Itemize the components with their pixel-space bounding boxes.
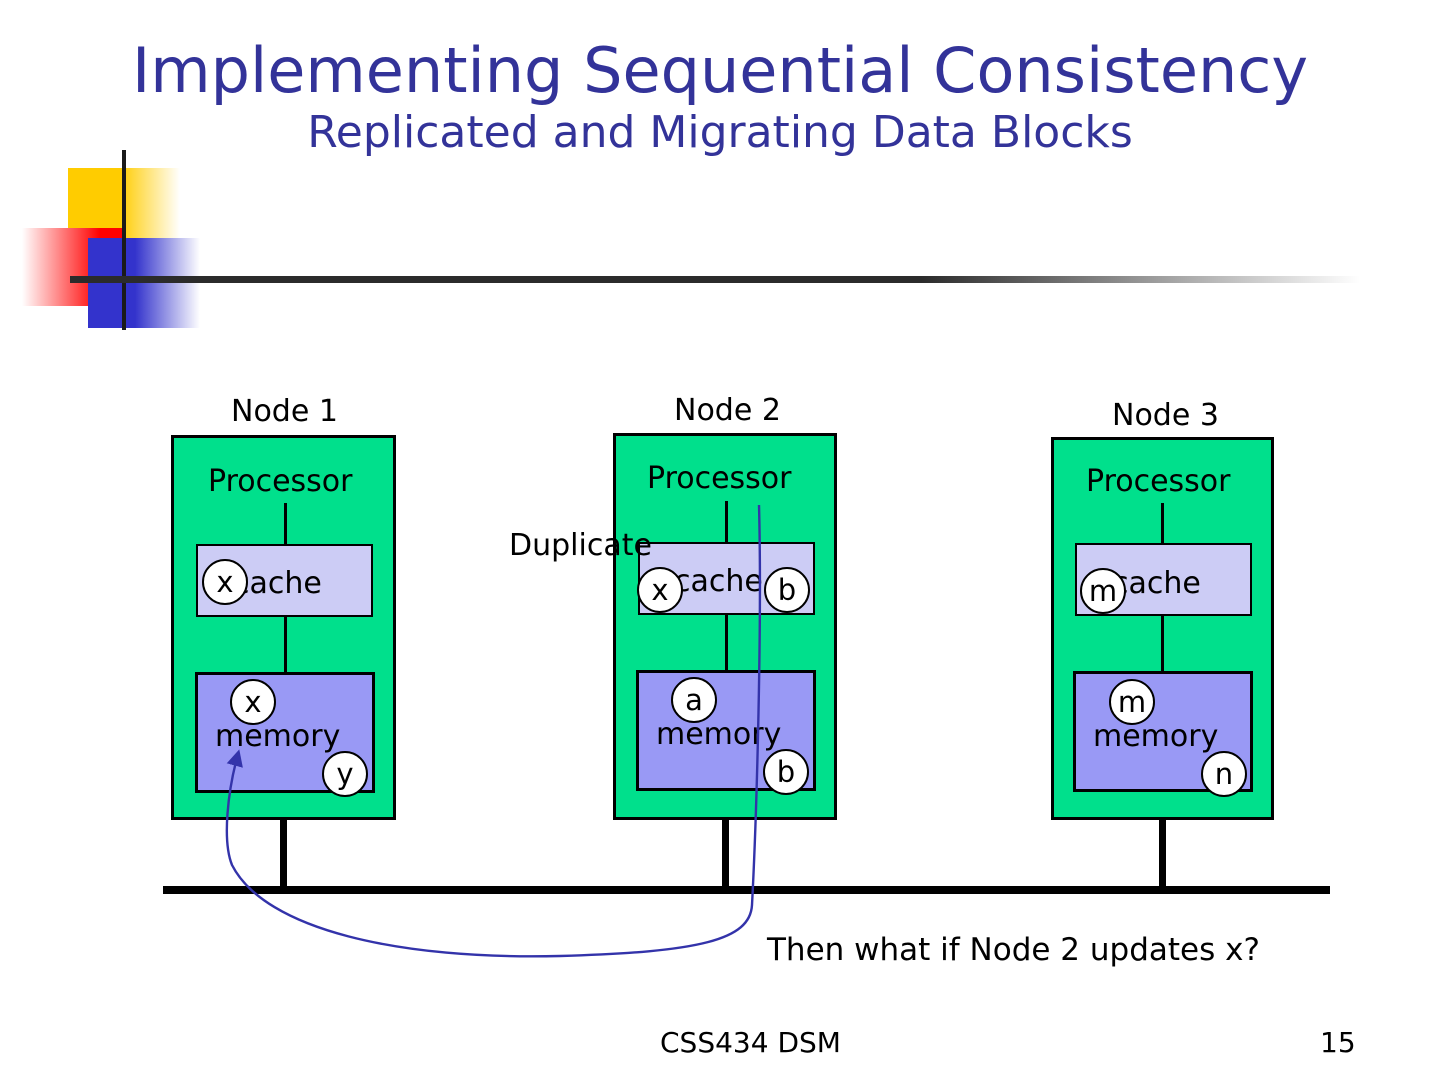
cache-memory-link-3 — [1161, 616, 1164, 672]
bus-stem-3 — [1159, 820, 1166, 890]
cache-label-3: cache — [1112, 566, 1201, 601]
cache-memory-link-1 — [284, 617, 287, 673]
duplicate-annotation: Duplicate — [509, 528, 652, 563]
processor-label-1: Processor — [208, 464, 353, 499]
proc-cache-link-3 — [1161, 503, 1164, 545]
memory-block-3-0: m — [1109, 679, 1155, 725]
system-bus-line — [163, 886, 1330, 894]
node-label-3: Node 3 — [1112, 398, 1219, 433]
memory-block-2-0: a — [671, 677, 717, 723]
page-title: Implementing Sequential Consistency — [131, 34, 1309, 107]
cache-block-3-0: m — [1080, 568, 1126, 614]
decorative-logo — [22, 150, 1360, 330]
memory-block-3-1: n — [1201, 751, 1247, 797]
memory-block-2-1: b — [763, 749, 809, 795]
proc-cache-link-2 — [725, 501, 728, 543]
title-area: Implementing Sequential Consistency Repl… — [120, 38, 1320, 157]
proc-cache-link-1 — [284, 503, 287, 545]
logo-vertical-rule — [122, 150, 126, 330]
cache-block-2-0: x — [637, 567, 683, 613]
cache-block-1-0: x — [202, 559, 248, 605]
processor-label-3: Processor — [1086, 464, 1231, 499]
cache-block-2-1: b — [764, 567, 810, 613]
bus-stem-1 — [280, 820, 287, 890]
page-subtitle: Replicated and Migrating Data Blocks — [307, 107, 1133, 159]
bus-stem-2 — [722, 820, 729, 890]
memory-label-1: memory — [215, 719, 341, 754]
processor-label-2: Processor — [647, 461, 792, 496]
footer-page-number: 15 — [1320, 1026, 1356, 1059]
question-annotation: Then what if Node 2 updates x? — [767, 932, 1260, 968]
cache-label-2: cache — [674, 564, 763, 599]
memory-block-1-0: x — [230, 679, 276, 725]
footer-course: CSS434 DSM — [660, 1026, 841, 1059]
node-label-2: Node 2 — [674, 393, 781, 428]
logo-blue-block — [88, 238, 200, 328]
logo-horizontal-rule — [70, 276, 1360, 283]
memory-label-2: memory — [656, 717, 782, 752]
memory-block-1-1: y — [322, 751, 368, 797]
node-label-1: Node 1 — [231, 394, 338, 429]
memory-label-3: memory — [1093, 719, 1219, 754]
cache-memory-link-2 — [725, 615, 728, 671]
